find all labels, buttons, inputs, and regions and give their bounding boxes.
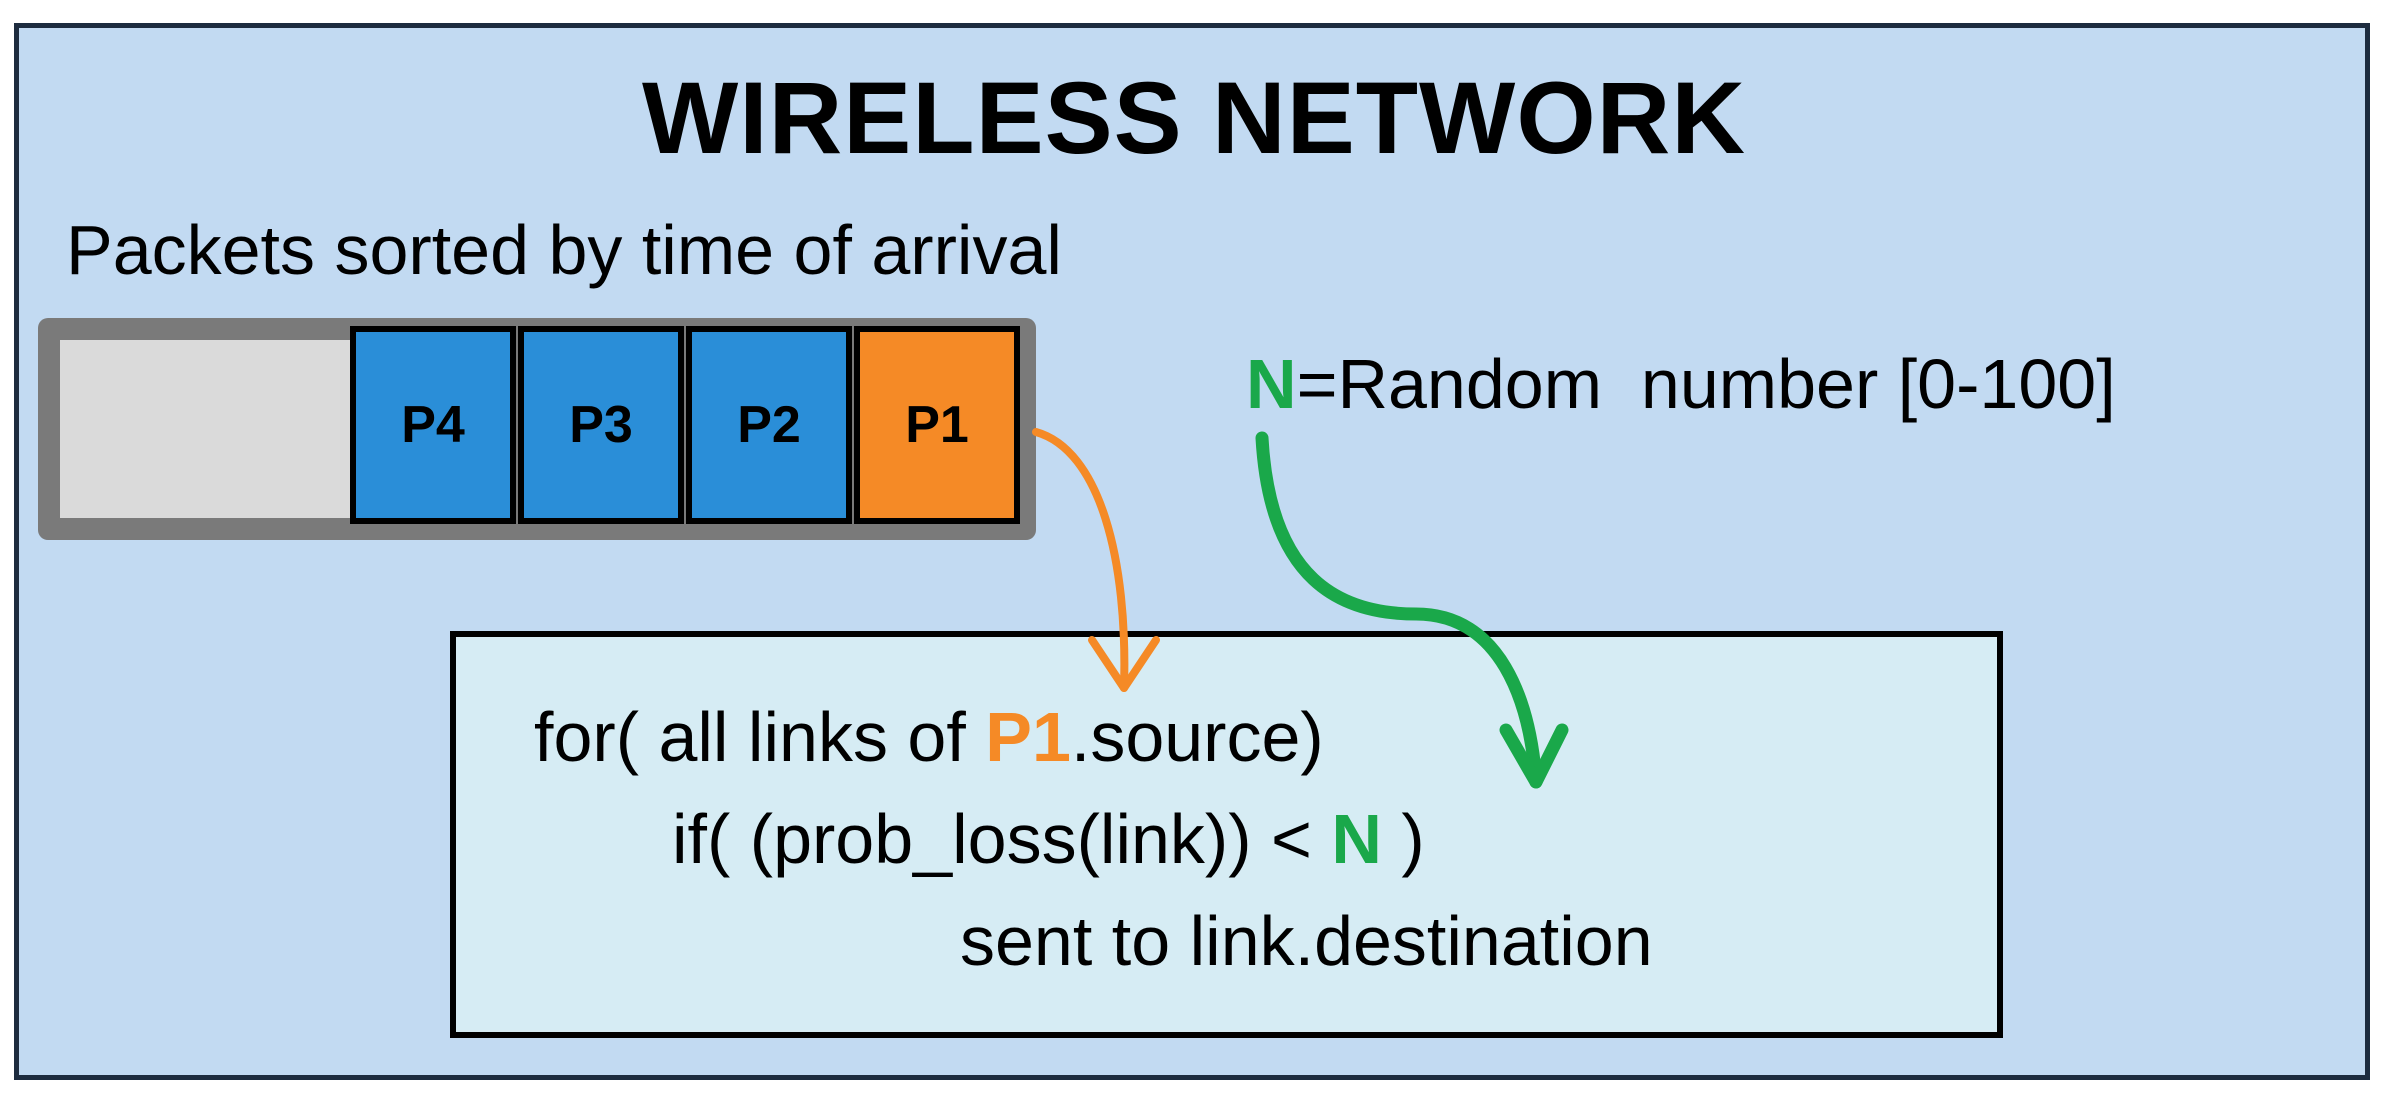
queue-empty-slot: [60, 340, 390, 518]
packet-queue: P4 P3 P2 P1: [38, 318, 1036, 540]
packet-p1: P1: [854, 326, 1020, 524]
random-number-definition: N=Random number [0-100]: [1246, 342, 2116, 426]
code-line-1: for( all links of P1.source): [534, 695, 1324, 779]
code-line-2-highlight: N: [1331, 800, 1382, 878]
code-line-1-highlight: P1: [985, 698, 1071, 776]
code-line-2: if( (prob_loss(link)) < N ): [672, 797, 1425, 881]
code-line-1-post: .source): [1070, 698, 1324, 776]
code-line-3: sent to link.destination: [960, 902, 1653, 980]
queue-caption: Packets sorted by time of arrival: [66, 211, 1062, 289]
packet-p2: P2: [686, 326, 852, 524]
packet-p4: P4: [350, 326, 516, 524]
code-line-2-pre: if( (prob_loss(link)) <: [672, 800, 1332, 878]
pseudocode-box: for( all links of P1.source) if( (prob_l…: [450, 631, 2003, 1038]
code-line-2-post: ): [1381, 800, 1425, 878]
random-var: N: [1246, 345, 1297, 423]
orange-arrow: [1032, 428, 1160, 692]
green-arrow: [1255, 431, 1569, 789]
random-text: =Random number [0-100]: [1296, 345, 2116, 423]
code-line-1-pre: for( all links of: [534, 698, 986, 776]
diagram-title: WIRELESS NETWORK: [642, 61, 1746, 175]
packet-p3: P3: [518, 326, 684, 524]
